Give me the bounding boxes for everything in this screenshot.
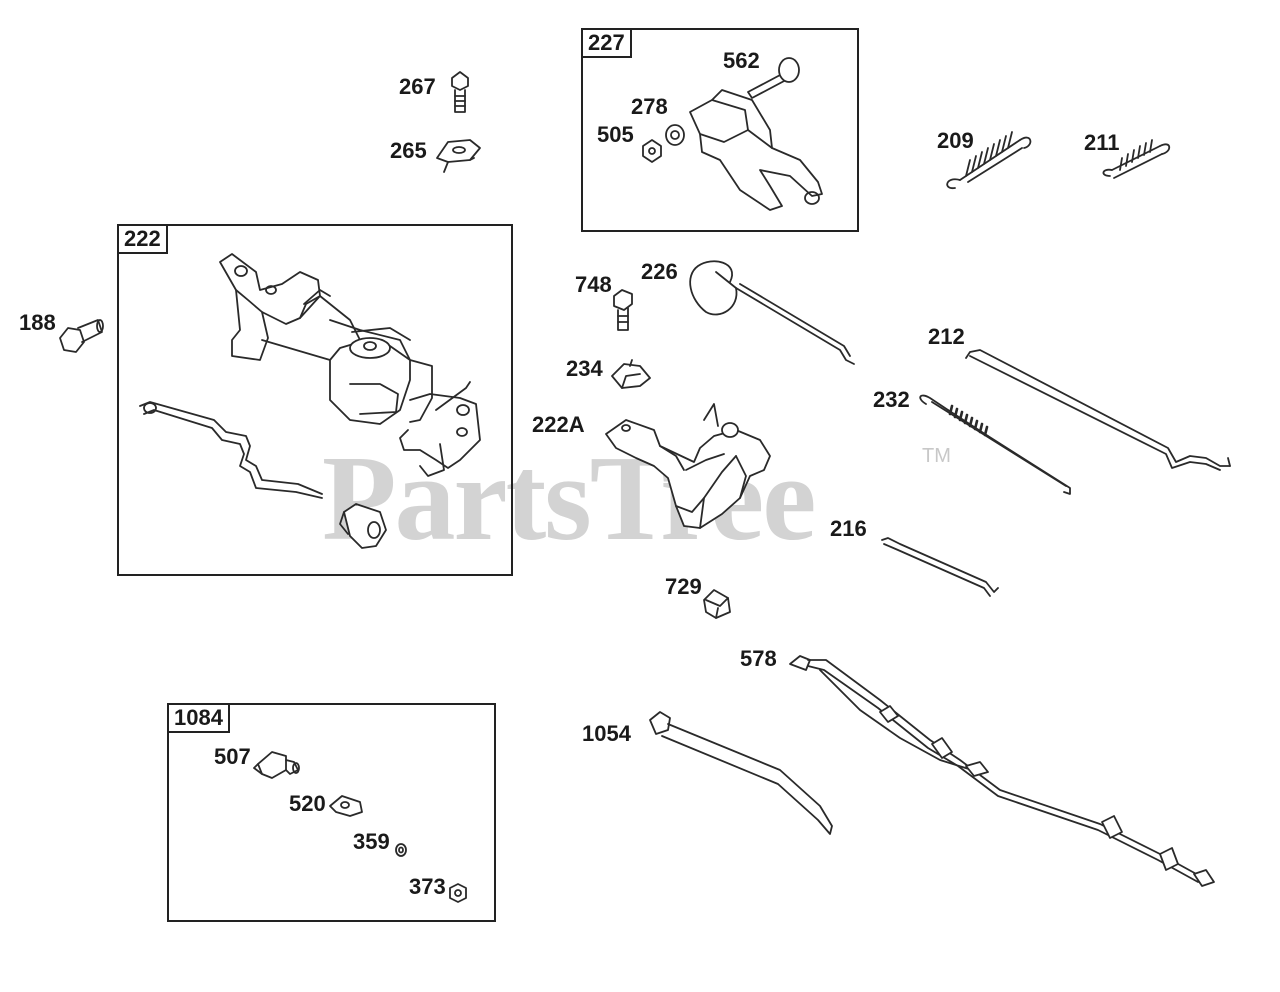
- part-1054-cable-tie[interactable]: [649, 711, 833, 835]
- group-number-227[interactable]: 227: [581, 28, 632, 58]
- part-562-pin[interactable]: [747, 57, 800, 99]
- part-188-bolt[interactable]: [59, 319, 104, 353]
- part-265-clip[interactable]: [436, 139, 481, 173]
- group-box-227: 227: [581, 28, 859, 232]
- callout-212[interactable]: 212: [928, 324, 965, 349]
- part-278-washer[interactable]: [665, 124, 685, 146]
- callout-1054[interactable]: 1054: [582, 721, 631, 746]
- part-578-harness[interactable]: [789, 655, 1215, 887]
- part-520-bracket[interactable]: [329, 795, 363, 817]
- part-211-spring[interactable]: [1102, 139, 1171, 179]
- group-box-1084: 1084: [167, 703, 496, 922]
- part-212-rod[interactable]: [965, 349, 1231, 471]
- part-222-control-bracket[interactable]: [219, 253, 481, 477]
- callout-729[interactable]: 729: [665, 574, 702, 599]
- part-209-spring[interactable]: [946, 131, 1032, 189]
- part-226-link[interactable]: [689, 260, 855, 365]
- group-number-222[interactable]: 222: [117, 224, 168, 254]
- part-748-bolt[interactable]: [613, 289, 633, 331]
- part-267-bolt[interactable]: [451, 71, 469, 113]
- callout-234[interactable]: 234: [566, 356, 603, 381]
- callout-226[interactable]: 226: [641, 259, 678, 284]
- callout-211[interactable]: 211: [1084, 130, 1120, 155]
- callout-520[interactable]: 520: [289, 791, 326, 816]
- part-222-shoulder-bolt[interactable]: [339, 503, 387, 549]
- group-box-222: 222: [117, 224, 513, 576]
- part-216-rod[interactable]: [881, 537, 999, 597]
- callout-232[interactable]: 232: [873, 387, 910, 412]
- callout-209[interactable]: 209: [937, 128, 974, 153]
- callout-265[interactable]: 265: [390, 138, 427, 163]
- callout-373[interactable]: 373: [409, 874, 446, 899]
- callout-507[interactable]: 507: [214, 744, 251, 769]
- callout-222a[interactable]: 222A: [532, 412, 585, 437]
- part-359-washer[interactable]: [395, 843, 407, 857]
- callout-562[interactable]: 562: [723, 48, 760, 73]
- callout-359[interactable]: 359: [353, 829, 390, 854]
- part-234-clip[interactable]: [611, 359, 651, 389]
- callout-278[interactable]: 278: [631, 94, 668, 119]
- callout-505[interactable]: 505: [597, 122, 634, 147]
- part-507-switch[interactable]: [253, 751, 300, 779]
- watermark-trademark: TM: [922, 445, 951, 467]
- callout-578[interactable]: 578: [740, 646, 777, 671]
- callout-216[interactable]: 216: [830, 516, 867, 541]
- group-number-1084[interactable]: 1084: [167, 703, 230, 733]
- callout-267[interactable]: 267: [399, 74, 436, 99]
- part-222-link-rod[interactable]: [139, 401, 323, 499]
- callout-748[interactable]: 748: [575, 272, 612, 297]
- part-505-nut[interactable]: [642, 139, 662, 163]
- part-729-clip[interactable]: [703, 589, 731, 619]
- part-373-nut[interactable]: [449, 883, 467, 903]
- part-222a-bracket[interactable]: [605, 403, 771, 529]
- part-232-spring[interactable]: [919, 394, 1071, 495]
- callout-188[interactable]: 188: [19, 310, 56, 335]
- part-227-bracket[interactable]: [689, 89, 823, 211]
